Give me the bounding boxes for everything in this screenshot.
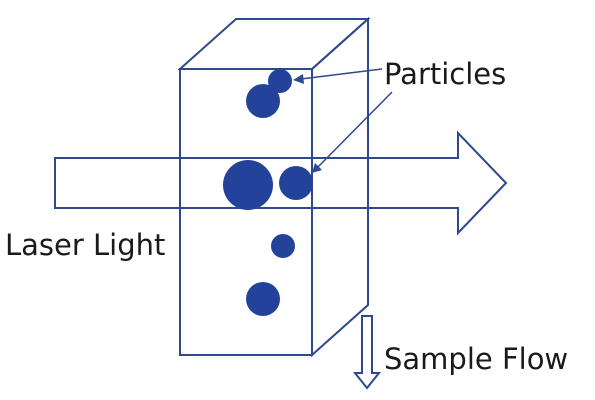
particle bbox=[246, 84, 280, 118]
particle bbox=[279, 166, 313, 200]
arrowhead-icon bbox=[293, 74, 304, 84]
laser-light-label: Laser Light bbox=[5, 228, 165, 262]
particles-pointer-arrows bbox=[293, 68, 393, 173]
particle bbox=[246, 282, 280, 316]
particle bbox=[268, 69, 292, 93]
flow-cell bbox=[177, 16, 371, 358]
sample-flow-arrow bbox=[352, 315, 382, 390]
particles bbox=[223, 69, 313, 316]
particles-label: Particles bbox=[384, 57, 506, 91]
flow-cell-front-face bbox=[179, 68, 313, 356]
flow-cell-side-face bbox=[311, 16, 369, 358]
arrowhead-icon bbox=[312, 163, 322, 173]
sample-flow-label: Sample Flow bbox=[384, 342, 568, 376]
pointer-line-top bbox=[300, 68, 383, 80]
particle bbox=[271, 234, 295, 258]
particle bbox=[223, 160, 273, 210]
laser-arrow bbox=[54, 130, 508, 236]
pointer-line-middle bbox=[317, 91, 393, 168]
